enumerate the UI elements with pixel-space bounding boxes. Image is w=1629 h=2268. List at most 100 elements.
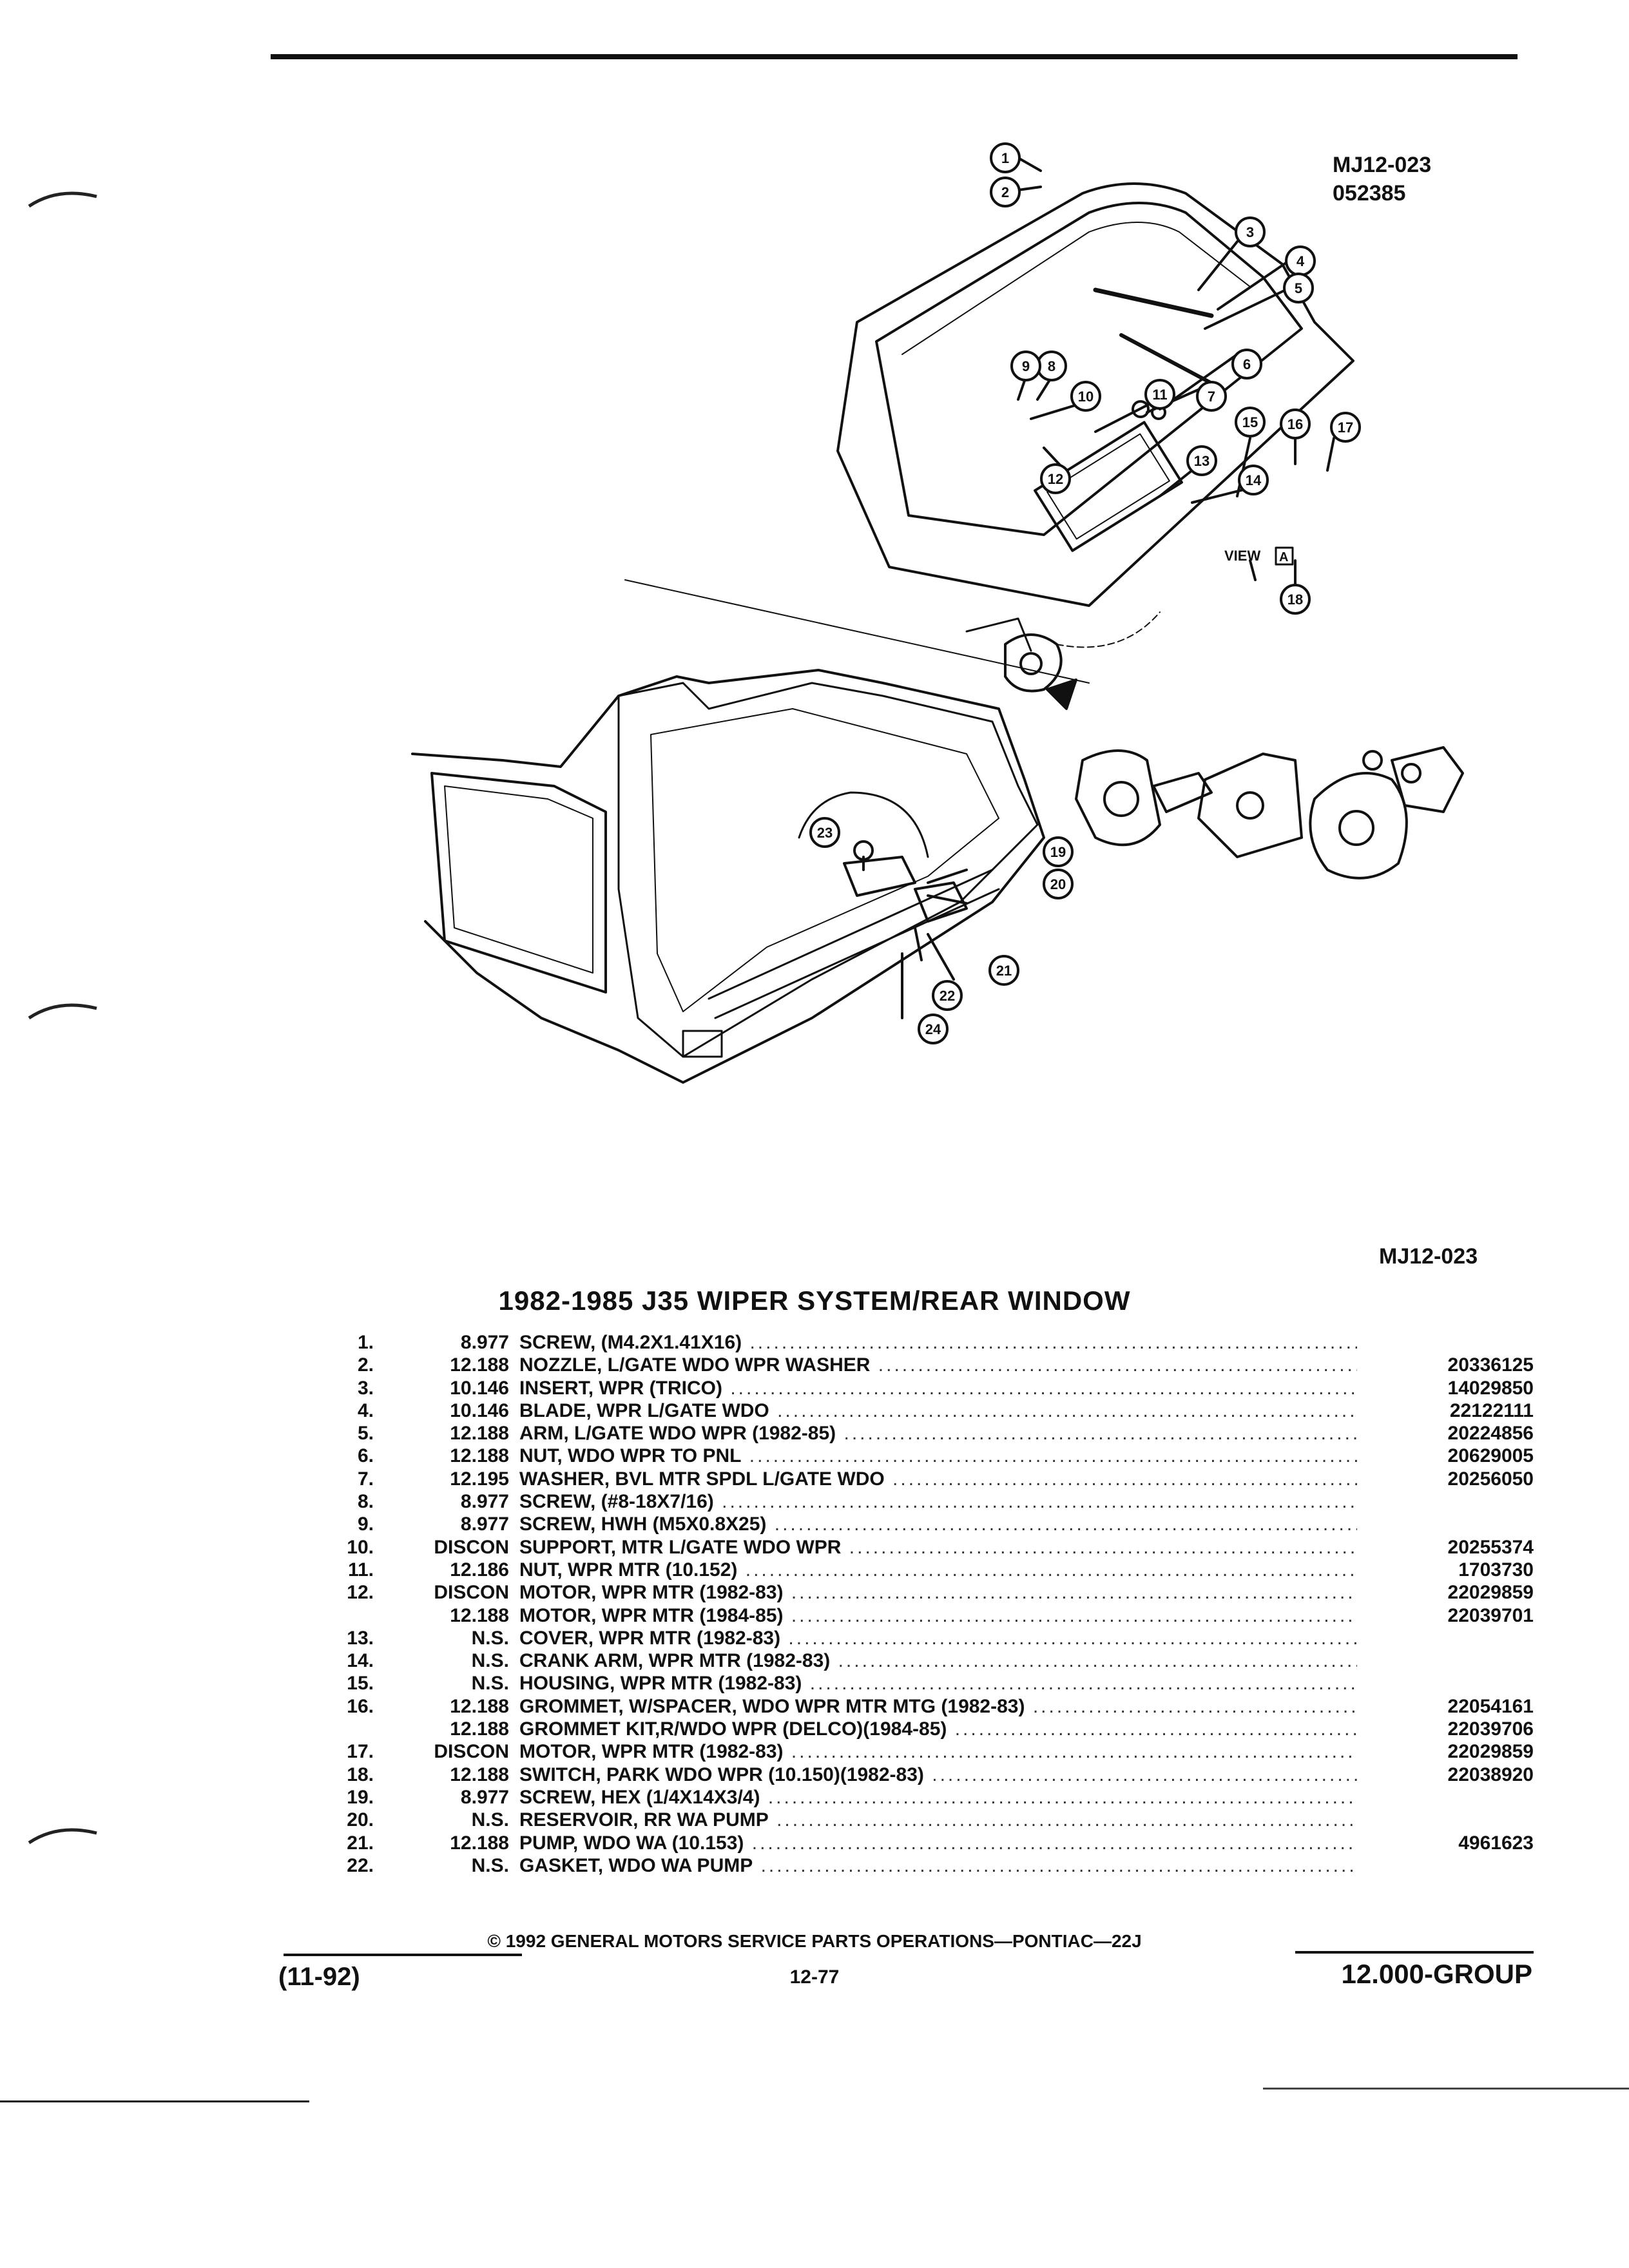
part-number: 13. (347, 1627, 374, 1649)
part-name: NOZZLE (519, 1354, 597, 1376)
part-catalog-number: 22029859 (1447, 1582, 1534, 1604)
reservoir (843, 856, 916, 897)
group-code: 12.195 (450, 1468, 509, 1490)
part-number: 22. (347, 1854, 374, 1876)
part-name: INSERT (519, 1377, 588, 1399)
svg-text:21: 21 (996, 963, 1012, 979)
side-window (430, 772, 607, 994)
drawing-date: 052385 (1333, 181, 1406, 206)
page-number: 12-77 (789, 1966, 840, 1988)
part-description: GROMMET KIT,R/WDO WPR (DELCO)(1984-85) .… (519, 1718, 1357, 1740)
part-catalog-number: 14029850 (1447, 1377, 1534, 1399)
revision-date: (11-92) (278, 1963, 360, 1991)
part-description: MOTOR, WPR MTR (1982-83) ...............… (519, 1581, 1357, 1604)
leader-dots: ........................................… (954, 1718, 1357, 1740)
footer-rule-right (1295, 1951, 1534, 1954)
part-detail: , WPR MTR (10.152) (557, 1559, 738, 1581)
svg-text:3: 3 (1246, 224, 1254, 240)
part-catalog-number: 20224856 (1447, 1423, 1534, 1445)
group-code: DISCON (434, 1741, 509, 1763)
leader-dots: ........................................… (791, 1582, 1357, 1604)
callout: 15 (1235, 407, 1266, 437)
leader-dots: ........................................… (774, 1514, 1357, 1535)
part-number: 7. (357, 1468, 374, 1490)
motor-housing (1197, 753, 1303, 858)
part-description: GASKET, WDO WA PUMP ....................… (519, 1854, 1357, 1877)
part-detail: , BVL MTR SPDL L/GATE WDO (604, 1468, 885, 1490)
part-detail: , WDO WA (10.153) (572, 1832, 744, 1854)
footer-rule-left (284, 1954, 522, 1956)
part-number: 12. (347, 1582, 374, 1604)
part-detail: , WPR MTR (1984-85) (591, 1604, 784, 1626)
callout: 16 (1280, 408, 1311, 439)
part-description: SCREW, HEX (1/4X14X3/4) ................… (519, 1786, 1357, 1809)
callout: 12 (1040, 463, 1071, 494)
part-name: PUMP (519, 1832, 573, 1854)
group-code: 12.188 (450, 1695, 509, 1717)
part-name: CRANK ARM (519, 1650, 638, 1672)
svg-text:1: 1 (1001, 150, 1009, 166)
callout: 22 (932, 980, 963, 1011)
callout: 9 (1010, 351, 1041, 381)
part-catalog-number: 20336125 (1447, 1354, 1534, 1376)
part-detail: , WDO WA PUMP (597, 1854, 753, 1876)
svg-text:14: 14 (1246, 472, 1262, 488)
group-code: N.S. (471, 1650, 509, 1672)
part-number: 1. (357, 1332, 374, 1353)
part-detail: , WPR MTR (1982-83) (588, 1627, 781, 1649)
part-row: 14.N.S.CRANK ARM, WPR MTR (1982-83) ....… (309, 1649, 1534, 1672)
part-name: SWITCH (519, 1763, 596, 1785)
svg-text:17: 17 (1338, 419, 1353, 436)
group-code: 12.188 (450, 1354, 509, 1376)
part-number: 17. (347, 1741, 374, 1763)
part-description: NUT, WDO WPR TO PNL ....................… (519, 1445, 1357, 1467)
part-name: SCREW (519, 1491, 591, 1513)
group-code: N.S. (471, 1627, 509, 1649)
vehicle-body (411, 669, 1045, 1084)
leader-dots: ........................................… (722, 1491, 1357, 1513)
drawing-code: MJ12-023 (1333, 153, 1432, 177)
svg-text:13: 13 (1194, 453, 1210, 469)
part-name: MOTOR (519, 1741, 592, 1763)
liftgate-outline (836, 182, 1354, 607)
part-row: 22.N.S.GASKET, WDO WA PUMP .............… (309, 1854, 1534, 1877)
leader-dots: ........................................… (849, 1536, 1357, 1558)
svg-text:6: 6 (1243, 356, 1251, 372)
part-description: BLADE, WPR L/GATE WDO ..................… (519, 1399, 1357, 1422)
top-rule (271, 54, 1518, 59)
wiper-motor (1004, 633, 1063, 693)
group-code: N.S. (471, 1809, 509, 1831)
part-detail: , W/SPACER, WDO WPR MTR MTG (1982-83) (618, 1695, 1025, 1717)
part-detail: , WPR MTR (1982-83) (610, 1673, 802, 1695)
crank-arm (1152, 772, 1213, 813)
part-description: SCREW, (#8-18X7/16) ....................… (519, 1490, 1357, 1513)
group-code: 12.188 (450, 1832, 509, 1854)
callout: 1 (990, 142, 1021, 173)
part-detail: , HWH (M5X0.8X25) (590, 1514, 767, 1535)
group-code: 8.977 (460, 1514, 509, 1535)
callout: 4 (1285, 245, 1316, 276)
part-name: SUPPORT (519, 1536, 611, 1558)
svg-text:24: 24 (925, 1021, 941, 1037)
wiper-blade (1093, 287, 1214, 318)
part-catalog-number: 20629005 (1447, 1445, 1534, 1467)
leader-dots: ........................................… (749, 1445, 1357, 1467)
part-detail: , L/GATE WDO WPR WASHER (597, 1354, 871, 1376)
part-detail: , (M4.2X1.41X16) (590, 1332, 742, 1353)
margin-mark (28, 1003, 97, 1020)
part-name: SCREW (519, 1786, 591, 1808)
svg-text:20: 20 (1050, 876, 1066, 892)
part-number: 11. (347, 1559, 374, 1581)
svg-text:10: 10 (1078, 389, 1094, 405)
